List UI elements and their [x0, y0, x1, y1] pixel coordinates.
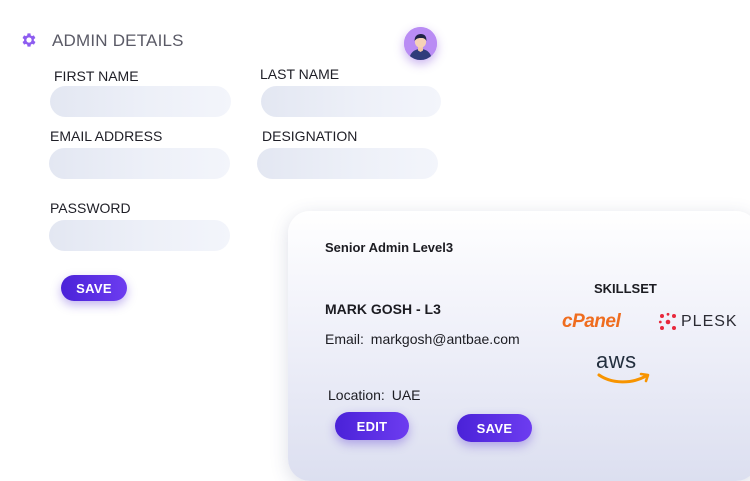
plesk-label: PLESK	[681, 313, 738, 330]
admin-save-button[interactable]: SAVE	[61, 275, 127, 301]
email-address-label: EMAIL ADDRESS	[50, 128, 163, 144]
last-name-input[interactable]	[261, 86, 441, 117]
skillset-title: SKILLSET	[594, 281, 657, 296]
user-icon	[404, 27, 437, 60]
admin-email: Email: markgosh@antbae.com	[325, 331, 520, 347]
email-address-input[interactable]	[49, 148, 230, 179]
page-title: ADMIN DETAILS	[52, 31, 184, 50]
first-name-label: FIRST NAME	[54, 68, 139, 84]
location-label: Location:	[328, 387, 385, 403]
designation-input[interactable]	[257, 148, 438, 179]
password-label: PASSWORD	[50, 200, 131, 216]
cpanel-logo: cPanel	[562, 311, 621, 332]
designation-label: DESIGNATION	[262, 128, 358, 144]
avatar[interactable]	[404, 27, 437, 60]
admin-location: Location: UAE	[328, 387, 421, 403]
last-name-label: LAST NAME	[260, 66, 340, 82]
gear-icon	[22, 33, 36, 47]
aws-label: aws	[596, 348, 637, 373]
plesk-icon	[658, 312, 676, 330]
email-label: Email:	[325, 331, 364, 347]
admin-name: MARK GOSH - L3	[325, 301, 441, 317]
email-value: markgosh@antbae.com	[370, 331, 520, 347]
password-input[interactable]	[49, 220, 230, 251]
aws-logo: aws	[596, 350, 652, 391]
edit-button[interactable]: EDIT	[335, 412, 409, 440]
profile-save-button[interactable]: SAVE	[457, 414, 532, 442]
admin-level: Senior Admin Level3	[325, 240, 454, 255]
first-name-input[interactable]	[50, 86, 231, 117]
plesk-logo: PLESK	[658, 312, 738, 332]
aws-smile-icon	[597, 372, 650, 384]
location-value: UAE	[391, 387, 421, 403]
